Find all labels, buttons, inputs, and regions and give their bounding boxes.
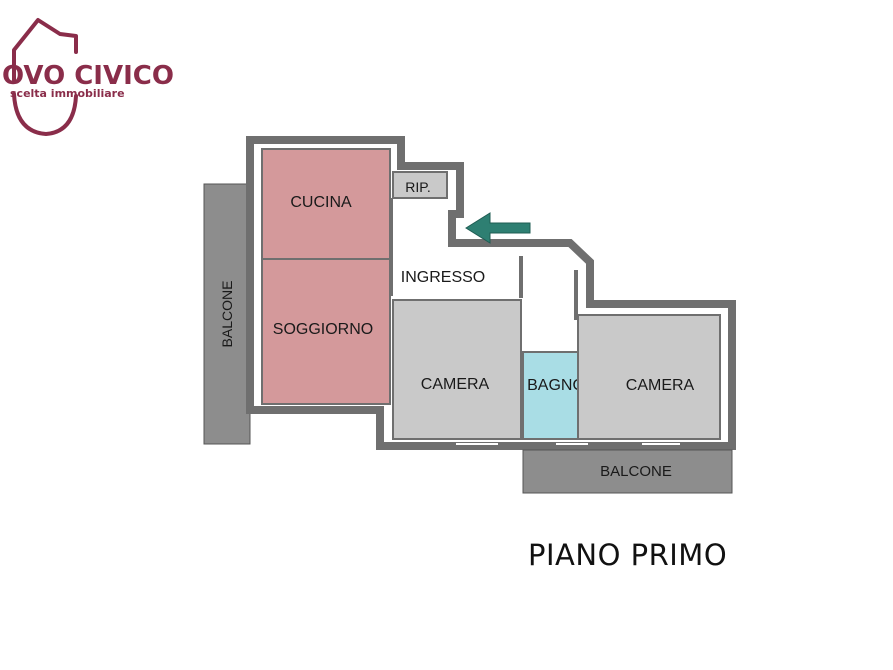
bathroom-label: BAGNO (527, 377, 585, 394)
balcony-left-label: BALCONE (219, 281, 235, 348)
arrow-left-icon (465, 212, 531, 244)
balcony-bottom (522, 449, 733, 494)
balcony-bottom-label: BALCONE (600, 463, 672, 480)
storage-room (392, 171, 448, 199)
logo-brand-text: OVO CIVICO (2, 61, 174, 91)
kitchen-label: CUCINA (290, 194, 352, 211)
bedroom-right (577, 314, 721, 440)
balcony-left (203, 183, 251, 445)
logo-tagline: scelta immobiliare (10, 87, 125, 100)
house-outline-icon (12, 18, 78, 136)
living-room-label: SOGGIORNO (273, 321, 373, 338)
bedroom-left-label: CAMERA (421, 376, 490, 393)
entrance-hall-label: INGRESSO (401, 269, 485, 286)
bedroom-right-label: CAMERA (626, 377, 695, 394)
storage-label: RIP. (405, 179, 430, 195)
kitchen-room (261, 148, 391, 260)
logo: OVO CIVICO scelta immobiliare (2, 18, 174, 136)
floor-title: PIANO PRIMO (528, 538, 728, 572)
bedroom-left (392, 299, 522, 440)
living-room (261, 258, 391, 405)
